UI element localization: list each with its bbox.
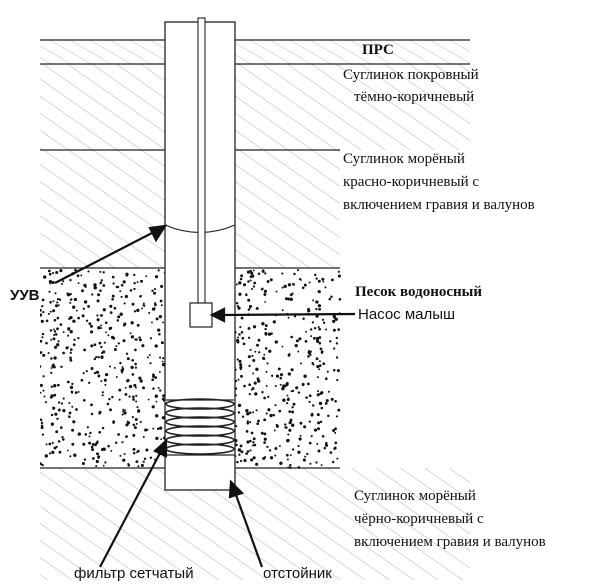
- layer-loam-moraine-black: [40, 468, 470, 580]
- layer-label-loam-moraine-black-2: чёрно-коричневый с: [354, 511, 484, 527]
- layer-label-prs: ПРС: [362, 42, 394, 58]
- filter-mesh: [165, 398, 235, 455]
- callout-filter: фильтр сетчатый: [74, 565, 194, 582]
- layer-prs: [40, 40, 470, 64]
- pump-rod: [197, 17, 206, 304]
- callout-sump: отстойник: [263, 565, 332, 582]
- layer-label-loam-cover-1: Суглинок покровный: [343, 67, 479, 83]
- layer-boundaries: [40, 39, 470, 469]
- layer-label-loam-moraine-black-3: включением гравия и валунов: [354, 534, 546, 550]
- layer-label-loam-cover-2: тёмно-коричневый: [354, 89, 475, 105]
- layer-label-loam-moraine-red-3: включением гравия и валунов: [343, 197, 535, 213]
- pump-body: [189, 302, 213, 328]
- callout-arrows: [54, 224, 356, 568]
- callout-pump: Насос малыш: [358, 306, 456, 323]
- layer-label-sand: Песок водоносный: [355, 284, 483, 300]
- layer-loam-cover: [40, 64, 470, 150]
- layer-label-loam-moraine-red-2: красно-коричневый с: [343, 174, 480, 190]
- callout-water-level: УУВ: [10, 287, 40, 304]
- layer-label-loam-moraine-red-1: Суглинок морёный: [343, 151, 465, 167]
- layer-label-loam-moraine-black-1: Суглинок морёный: [354, 488, 476, 504]
- sand-dots: [40, 268, 342, 470]
